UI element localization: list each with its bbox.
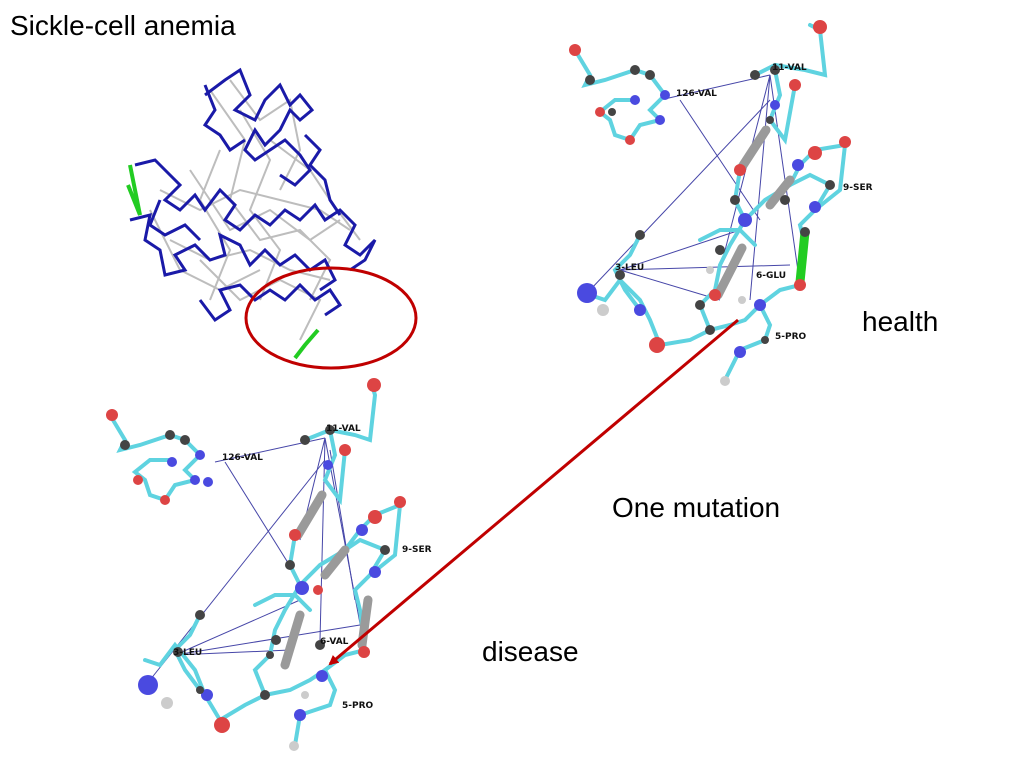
- residue-label: 9-SER: [843, 183, 873, 193]
- residue-label: 126-VAL: [676, 89, 717, 99]
- residue-label: 5-PRO: [342, 701, 374, 711]
- residue-label: 11-VAL: [772, 63, 807, 73]
- mutation-arrow: [328, 318, 739, 666]
- disease-label: disease: [482, 636, 579, 667]
- residue-label: 126-VAL: [222, 453, 263, 463]
- protein-backbone-structure: [126, 67, 377, 360]
- diseased-molecule: 11-VAL 126-VAL 9-SER 3-LEU 6-VAL 5-PRO: [106, 378, 432, 751]
- health-label: health: [862, 306, 939, 337]
- residue-label: 6-GLU: [756, 271, 786, 281]
- residue-label: 9-SER: [402, 545, 432, 555]
- residue-label: 3-LEU: [615, 263, 644, 273]
- residue-label: 6-VAL: [320, 637, 349, 647]
- residue-label: 11-VAL: [326, 424, 361, 434]
- mutation-label: One mutation: [612, 492, 781, 523]
- residue-label: 5-PRO: [775, 332, 807, 342]
- residue-label: 3-LEU: [173, 648, 202, 658]
- healthy-molecule: 11-VAL 126-VAL 9-SER 3-LEU 6-GLU 5-PRO: [569, 20, 873, 386]
- slide-title: Sickle-cell anemia: [10, 10, 236, 41]
- mutation-site-circle: [244, 266, 418, 370]
